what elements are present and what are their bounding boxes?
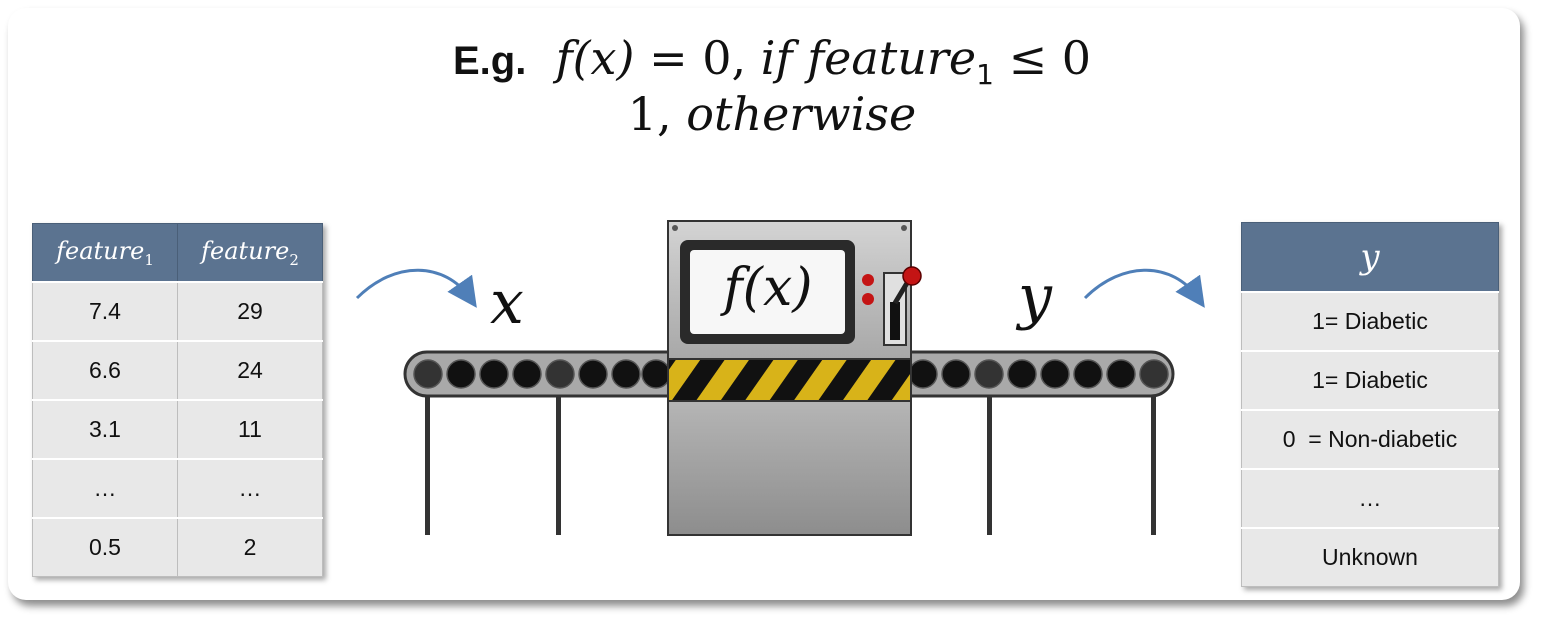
input-feature-table: feature1 feature2 7.4 29 6.6 24 3.1 11 …… (32, 223, 323, 577)
formula-lhs: f(x) (555, 31, 635, 85)
input-arrow (355, 268, 477, 308)
machine-screen-label: f(x) (723, 258, 813, 318)
formula-condition-sub: 1 (976, 58, 994, 92)
formula-line-2: 1, otherwise (0, 86, 1544, 142)
table-cell: … (32, 458, 178, 519)
lever-knob-icon (902, 266, 922, 286)
table-cell: 0.5 (32, 517, 178, 577)
table-row: Unknown (1241, 527, 1499, 587)
header-feature-1: feature1 (32, 223, 178, 283)
output-variable-label: y (1018, 262, 1052, 332)
table-cell: 11 (177, 399, 323, 460)
table-row: 0.5 2 (32, 517, 323, 577)
table-cell: 24 (177, 340, 323, 401)
table-cell: … (177, 458, 323, 519)
formula-line-1: E.g. f(x) = 0, if feature1 ≤ 0 (0, 30, 1544, 103)
table-cell: 7.4 (32, 281, 178, 342)
table-row: … (1241, 468, 1499, 529)
table-cell: … (1241, 468, 1499, 529)
conveyor-legs (425, 375, 1156, 535)
output-label-table: y 1= Diabetic 1= Diabetic 0 = Non-diabet… (1241, 222, 1499, 587)
table-row: 1= Diabetic (1241, 291, 1499, 352)
indicator-light-icon (862, 293, 874, 305)
table-cell: 29 (177, 281, 323, 342)
table-row: 1= Diabetic (1241, 350, 1499, 411)
table-cell: 6.6 (32, 340, 178, 401)
table-cell: 3.1 (32, 399, 178, 460)
table-row: 6.6 24 (32, 340, 323, 401)
table-cell: 1= Diabetic (1241, 350, 1499, 411)
output-arrow (1083, 268, 1205, 308)
lever-track (890, 302, 900, 340)
indicator-light-icon (862, 274, 874, 286)
formula-relation: ≤ 0 (993, 31, 1092, 85)
formula-prefix: E.g. (452, 39, 527, 83)
table-cell: 1= Diabetic (1241, 291, 1499, 352)
conveyor-rollers (413, 359, 1169, 389)
table-row: … … (32, 458, 323, 519)
table-cell: 2 (177, 517, 323, 577)
formula-otherwise-word: otherwise (686, 87, 917, 141)
formula-condition: if feature (760, 31, 977, 85)
input-variable-label: x (490, 268, 524, 338)
header-feature-2: feature2 (177, 223, 323, 283)
table-row: 0 = Non-diabetic (1241, 409, 1499, 470)
output-table-header-row: y (1241, 222, 1499, 293)
formula-otherwise-value: 1, (627, 87, 687, 141)
table-row: 3.1 11 (32, 399, 323, 460)
table-row: 7.4 29 (32, 281, 323, 342)
table-cell: Unknown (1241, 527, 1499, 587)
header-y: y (1241, 222, 1499, 293)
machine-screen (690, 250, 845, 334)
table-cell: 0 = Non-diabetic (1241, 409, 1499, 470)
input-table-header-row: feature1 feature2 (32, 223, 323, 283)
formula-equals: = 0, (634, 31, 761, 85)
